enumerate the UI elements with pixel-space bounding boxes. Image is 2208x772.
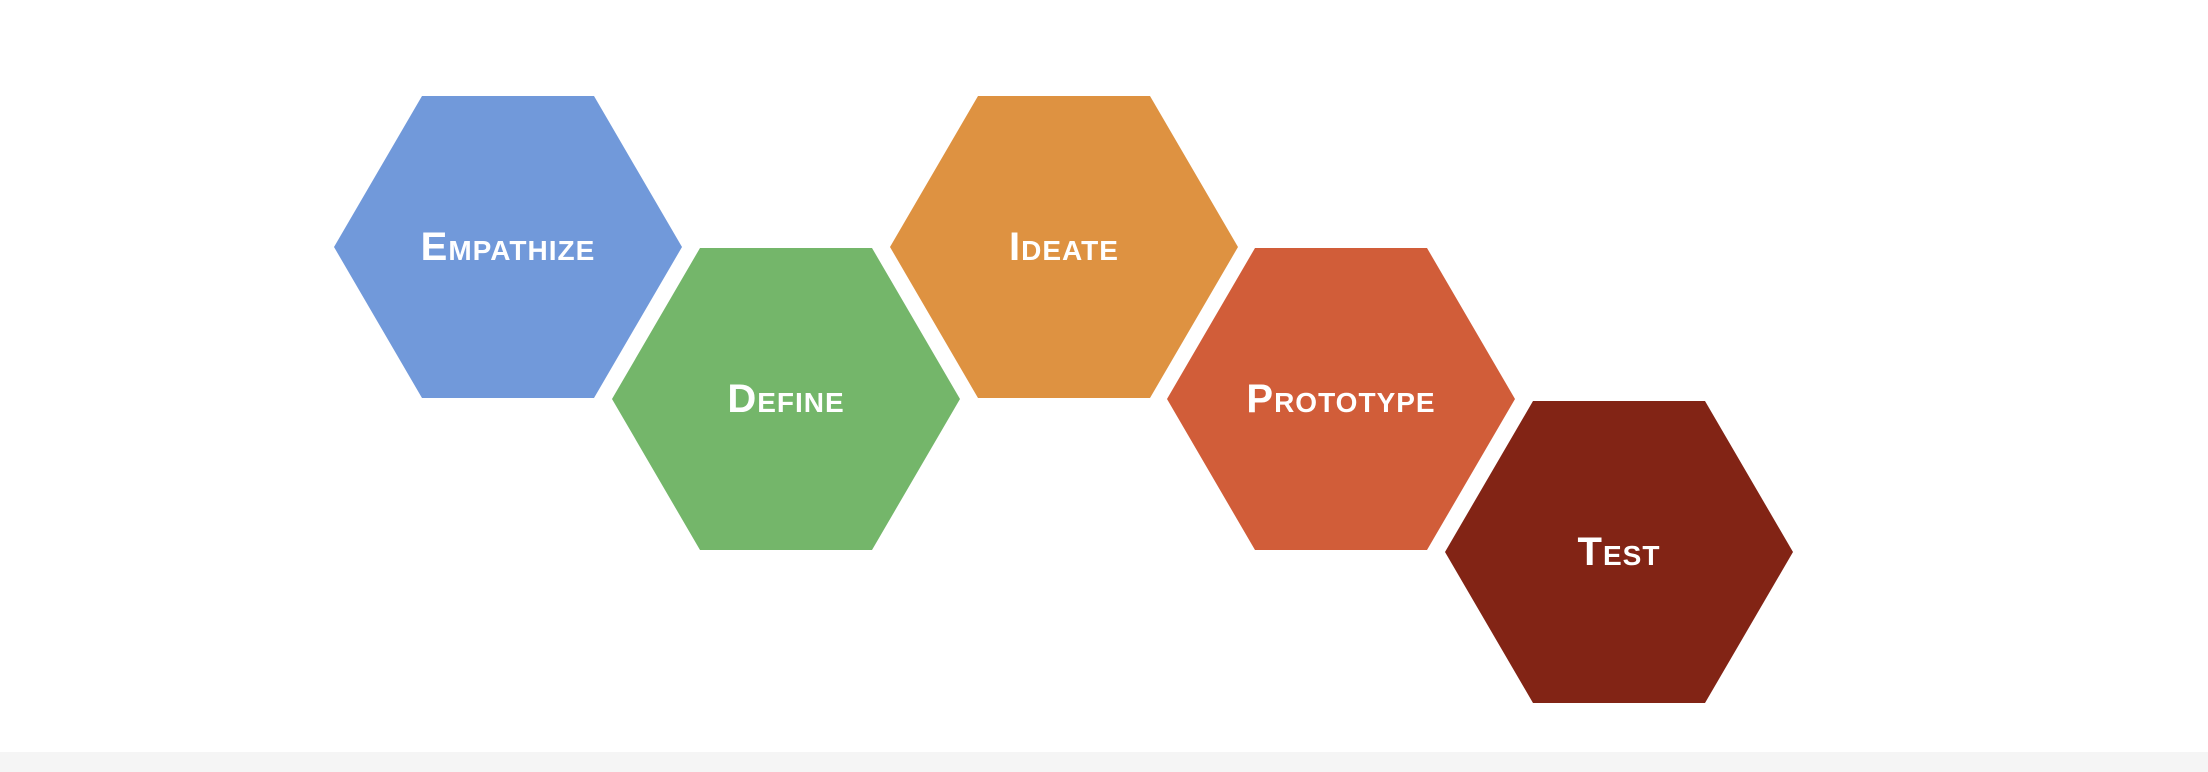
hexagon-prototype (1167, 248, 1515, 550)
label-define: Define (727, 377, 844, 421)
hexagon-ideate (890, 96, 1238, 398)
stage-prototype: Prototype (1167, 248, 1515, 550)
label-test: Test (1578, 530, 1661, 574)
label-empathize: Empathize (421, 225, 596, 269)
bottom-strip (0, 752, 2208, 772)
stage-test: Test (1445, 401, 1793, 703)
hexagon-define (612, 248, 960, 550)
label-ideate: Ideate (1009, 225, 1119, 269)
hexagon-test (1445, 401, 1793, 703)
stage-ideate: Ideate (890, 96, 1238, 398)
stage-define: Define (612, 248, 960, 550)
hexagon-empathize (334, 96, 682, 398)
stage-empathize: Empathize (334, 96, 682, 398)
design-thinking-diagram: Empathize Define Ideate Prototype Test (334, 96, 1793, 703)
label-prototype: Prototype (1246, 377, 1435, 421)
